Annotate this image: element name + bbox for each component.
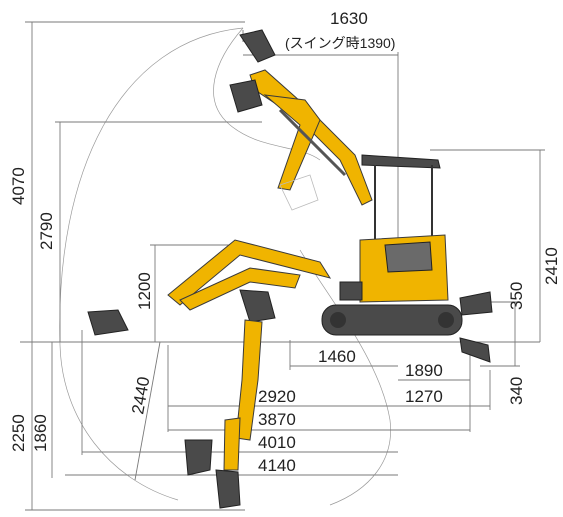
dim-2250: 2250 xyxy=(9,414,28,452)
dim-1460: 1460 xyxy=(318,347,356,366)
dim-1860: 1860 xyxy=(31,414,50,452)
dim-swing-note: (スイング時1390) xyxy=(285,35,395,51)
lower-envelope-arc xyxy=(299,249,391,506)
dim-340: 340 xyxy=(507,377,526,405)
dim-1200: 1200 xyxy=(135,272,154,310)
dim-1890: 1890 xyxy=(405,361,443,380)
dim-4010: 4010 xyxy=(258,433,296,452)
raised-arm xyxy=(229,29,373,211)
reach-envelope-arc xyxy=(59,27,244,501)
dim-1270: 1270 xyxy=(405,387,443,406)
digging-arm xyxy=(184,319,263,509)
middle-arm xyxy=(167,239,332,323)
dim-2920: 2920 xyxy=(258,387,296,406)
side-bucket xyxy=(87,309,129,336)
dim-1630: 1630 xyxy=(330,9,368,28)
dim-2790: 2790 xyxy=(37,212,56,250)
track xyxy=(321,304,463,336)
dim-3870: 3870 xyxy=(258,410,296,429)
dim-2410: 2410 xyxy=(542,247,561,285)
excavator-body xyxy=(321,154,493,363)
dim-2440: 2440 xyxy=(128,375,153,416)
dim-line-2440 xyxy=(134,341,161,481)
blade-up xyxy=(459,291,493,316)
dim-350: 350 xyxy=(507,282,526,310)
blade-down xyxy=(459,337,491,363)
dim-4140: 4140 xyxy=(258,456,296,475)
dim-4070: 4070 xyxy=(9,167,28,205)
